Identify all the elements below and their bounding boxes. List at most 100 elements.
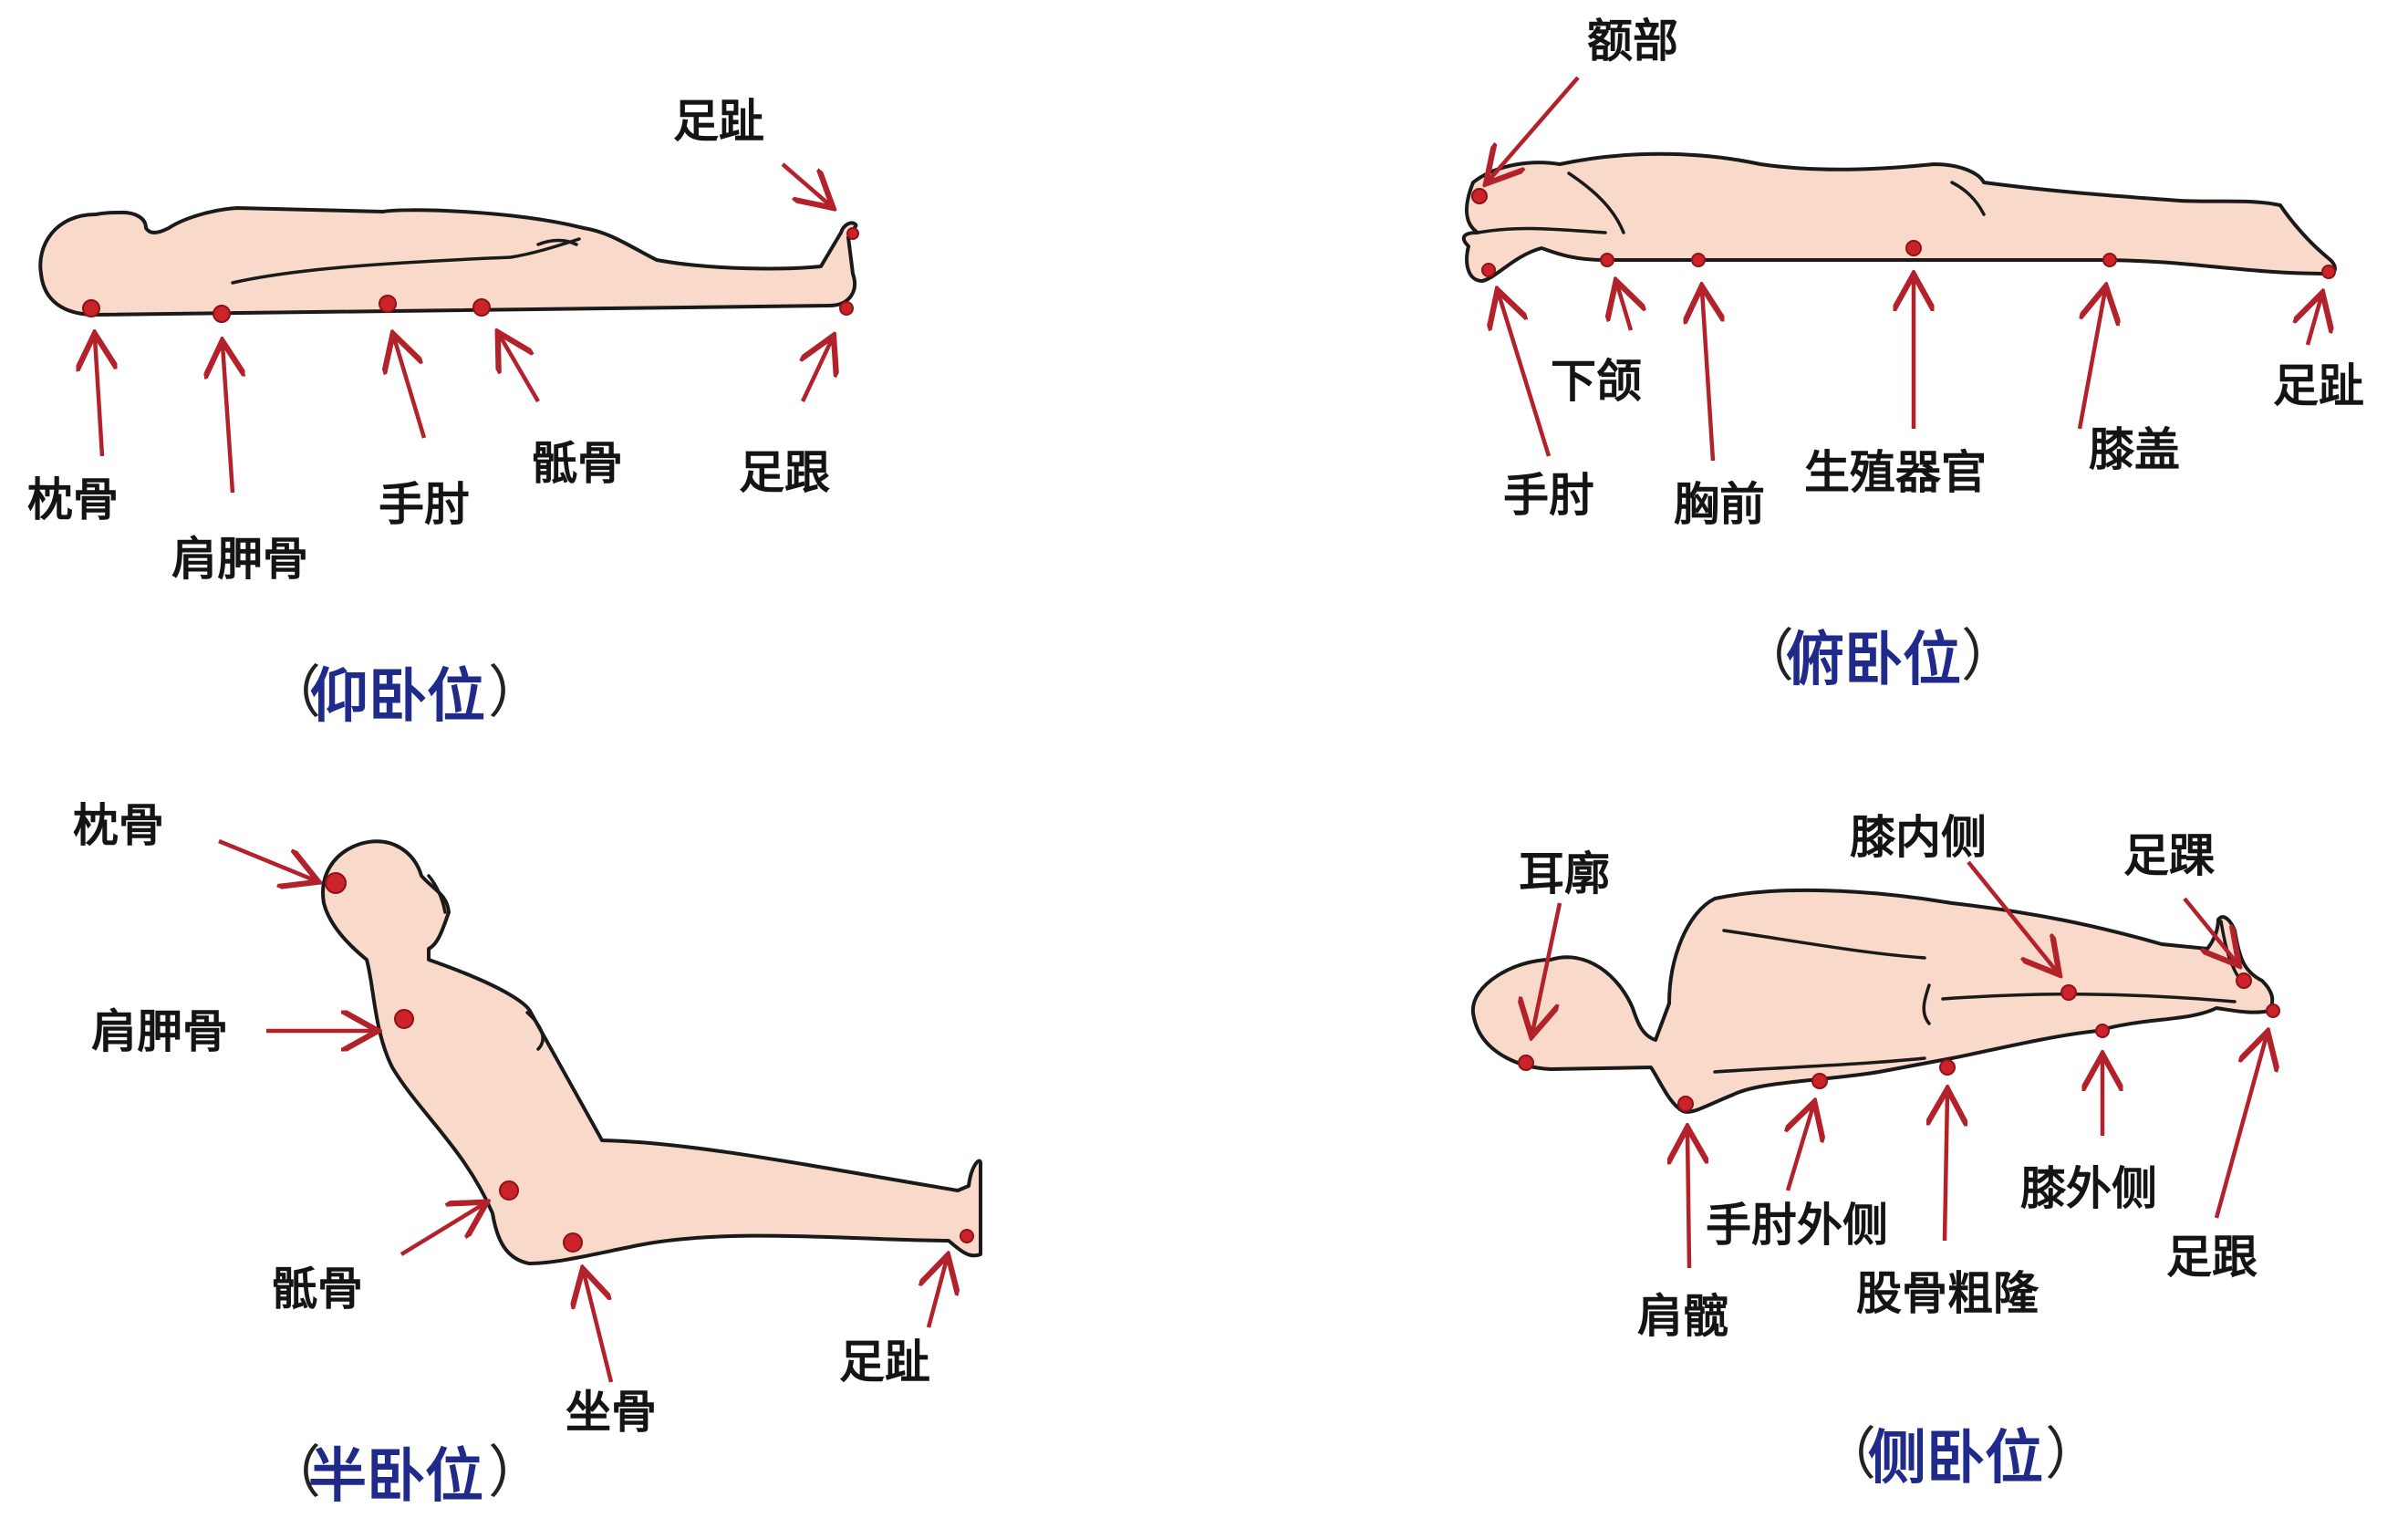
lateral-label-heel: 足跟 [2166, 1231, 2258, 1284]
semi-marker-sacrum [499, 1180, 519, 1201]
prone-arrow-forehead [1489, 76, 1580, 181]
supine-arm-line-2 [536, 238, 578, 246]
prone-arm-line-2 [1567, 172, 1625, 234]
lateral-label-ear: 耳廓 [1519, 847, 1610, 900]
supine-caption-open-paren: （ [265, 659, 321, 725]
lateral-label-ankle: 足踝 [2123, 829, 2216, 882]
semi-caption-close-paren: ） [488, 1439, 545, 1505]
semi-arm-line [525, 1011, 545, 1051]
supine-marker-sacrum [472, 298, 491, 317]
supine-marker-toe [846, 227, 859, 240]
semi-label-toe: 足趾 [839, 1336, 930, 1388]
lateral-marker-ear [1518, 1055, 1534, 1071]
semi-caption: 半卧位 [308, 1443, 483, 1511]
supine-arrow-occipital [95, 338, 102, 457]
prone-body [1461, 151, 2337, 283]
lateral-arrow-shoulder [1687, 1131, 1689, 1269]
lateral-label-knee-inner: 膝内侧 [1850, 811, 1987, 864]
semi-face-line [427, 874, 447, 914]
supine-arrow-scapula [223, 345, 233, 494]
prone-label-chest: 胸前 [1674, 478, 1765, 531]
prone-label-forehead: 额部 [1587, 15, 1678, 68]
supine-arrow-elbow [394, 338, 427, 439]
prone-marker-chest [1691, 253, 1706, 267]
lateral-arrow-knee-inner [1967, 860, 2057, 972]
semi-arrow-toe [929, 1259, 947, 1328]
supine-arrow-heel [803, 339, 832, 402]
supine-caption-close-paren: ） [488, 659, 545, 725]
semi-marker-ischium [563, 1232, 583, 1253]
semi-arrow-sacrum [400, 1204, 483, 1256]
lateral-marker-shoulder [1677, 1096, 1694, 1112]
prone-arm-line [1476, 226, 1607, 234]
supine-marker-heel [839, 301, 854, 316]
lateral-marker-knee-outer [2095, 1024, 2110, 1038]
prone-marker-genital [1905, 240, 1922, 256]
lateral-hip-line [1922, 983, 1931, 1025]
semi-label-occipital: 枕骨 [73, 799, 164, 852]
supine-caption: 仰卧位 [310, 663, 485, 731]
prone-arrow-knee [2077, 290, 2105, 430]
prone-marker-forehead [1471, 188, 1488, 204]
semi-arrow-ischium [584, 1273, 614, 1383]
prone-label-chin: 下颌 [1551, 355, 1642, 408]
lateral-caption-close-paren: ） [2045, 1420, 2102, 1487]
supine-label-toe: 足趾 [673, 95, 764, 148]
semi-label-sacrum: 骶骨 [272, 1263, 363, 1315]
lateral-arrow-heel [2214, 1035, 2267, 1219]
prone-arrow-chin [1617, 285, 1631, 331]
semi-panel: 枕骨 肩胛骨 骶骨 坐骨 足趾 （ 半卧位 ） [73, 799, 982, 1511]
supine-marker-scapula [213, 305, 231, 323]
supine-marker-elbow [379, 295, 397, 313]
lateral-marker-elbow-outer [1811, 1073, 1828, 1089]
lateral-body [1470, 888, 2275, 1114]
prone-label-genital: 生殖器官 [1804, 446, 1987, 499]
lateral-arrow-ankle [2183, 897, 2237, 962]
lateral-label-femur: 股骨粗隆 [1856, 1267, 2040, 1320]
lateral-marker-femur [1939, 1059, 1956, 1076]
supine-panel: 枕骨 肩胛骨 手肘 骶骨 足跟 足趾 （ 仰卧位 ） [27, 95, 859, 731]
prone-arrow-elbow [1499, 294, 1552, 457]
prone-panel: 额部 下颌 手肘 胸前 生殖器官 膝盖 足趾 （ 俯卧位 ） [1461, 15, 2364, 694]
prone-arrow-chest [1702, 290, 1713, 462]
supine-label-sacrum: 骶骨 [532, 437, 623, 490]
lateral-label-knee-outer: 膝外侧 [2020, 1162, 2157, 1215]
semi-marker-toe [960, 1229, 974, 1243]
semi-label-scapula: 肩胛骨 [91, 1005, 228, 1058]
prone-caption-close-paren: ） [1961, 622, 2018, 689]
lateral-arrow-ear [1532, 902, 1562, 1033]
supine-label-heel: 足跟 [739, 446, 830, 499]
prone-caption: 俯卧位 [1786, 627, 1961, 694]
lateral-arrow-femur [1945, 1093, 1947, 1242]
lateral-panel: 耳廓 膝内侧 足踝 肩髋 手肘外侧 股骨粗隆 膝外侧 足跟 （ 侧卧位 ） [1470, 811, 2280, 1492]
lateral-marker-knee-inner [2060, 984, 2077, 1001]
prone-label-knee: 膝盖 [2089, 423, 2180, 476]
lateral-caption-open-paren: （ [1820, 1420, 1876, 1487]
prone-marker-knee [2102, 253, 2117, 267]
lateral-arrow-elbow-outer [1788, 1106, 1813, 1191]
lateral-marker-ankle [2236, 972, 2252, 989]
supine-arm-line [231, 237, 581, 285]
supine-label-occipital: 枕骨 [27, 473, 119, 526]
prone-marker-chin [1600, 253, 1614, 267]
supine-label-elbow: 手肘 [379, 478, 470, 531]
prone-caption-open-paren: （ [1738, 622, 1794, 689]
semi-marker-scapula [394, 1009, 414, 1029]
lateral-caption: 侧卧位 [1868, 1425, 2043, 1492]
prone-marker-elbow [1481, 263, 1496, 277]
lateral-arm-line [1713, 1056, 1926, 1074]
supine-arrow-toe [781, 162, 830, 205]
semi-caption-open-paren: （ [265, 1439, 321, 1505]
lateral-label-shoulder: 肩髋 [1637, 1290, 1728, 1343]
supine-arrow-sacrum [500, 336, 540, 403]
semi-arrow-occipital [218, 838, 315, 880]
lateral-marker-heel [2266, 1003, 2280, 1018]
prone-label-elbow: 手肘 [1503, 469, 1594, 522]
lateral-label-elbow-outer: 手肘外侧 [1706, 1199, 1888, 1252]
lateral-torso-line [1722, 929, 1926, 960]
semi-label-ischium: 坐骨 [566, 1386, 657, 1439]
semi-body [321, 839, 982, 1265]
prone-marker-toe [2321, 265, 2336, 279]
supine-label-scapula: 肩胛骨 [171, 533, 308, 586]
